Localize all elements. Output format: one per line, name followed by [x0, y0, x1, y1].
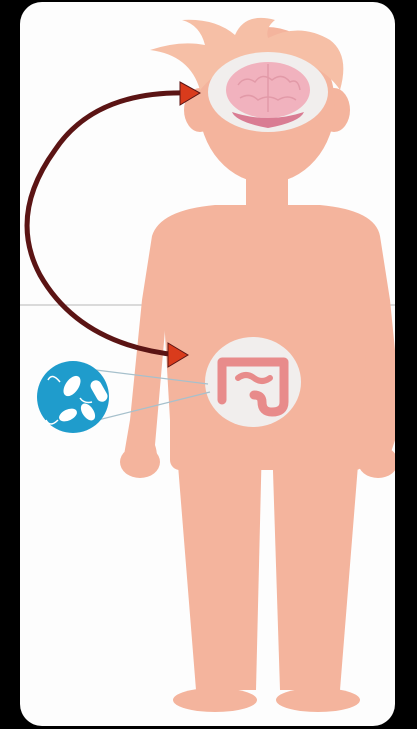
- brain-bubble: [208, 52, 328, 132]
- leg-gap: [262, 470, 272, 690]
- left-leg: [176, 440, 262, 690]
- right-leg: [272, 440, 360, 690]
- right-foot: [276, 688, 360, 712]
- gut-brain-axis-illustration: [20, 2, 395, 726]
- microbes-icon: [37, 361, 109, 433]
- left-foot: [173, 688, 257, 712]
- left-hand: [120, 446, 160, 478]
- brain-icon: [226, 62, 310, 128]
- diagram-panel: [20, 2, 395, 726]
- gut-bubble: [205, 337, 301, 427]
